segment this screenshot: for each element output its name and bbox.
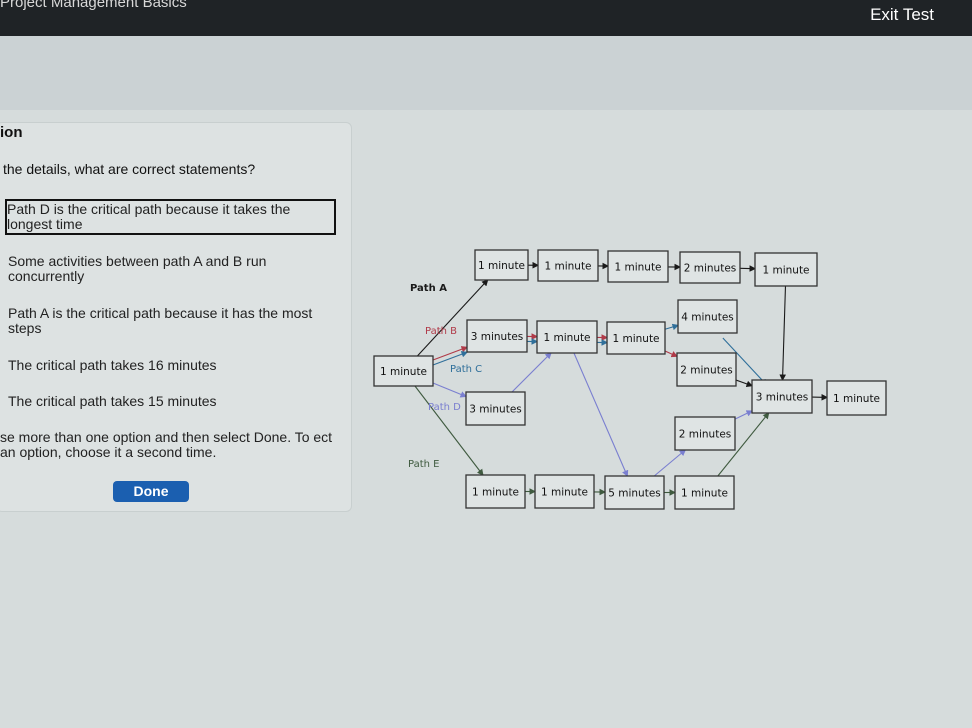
activity-node-e2: 1 minute	[534, 474, 595, 509]
edge-b3-b4	[664, 323, 680, 331]
activity-node-b5: 2 minutes	[676, 352, 737, 387]
activity-node-b3: 1 minute	[606, 321, 666, 355]
top-bar: Project Management Basics Exit Test	[0, 0, 972, 36]
question-panel	[0, 122, 352, 512]
activity-node-e4: 1 minute	[674, 475, 735, 510]
node-duration: 1 minute	[543, 332, 590, 344]
app-title: Project Management Basics	[0, 0, 187, 11]
edge-e3-e5	[653, 449, 687, 477]
instructions: se more than one option and then select …	[0, 429, 333, 460]
node-duration: 1 minute	[614, 262, 661, 274]
node-duration: 4 minutes	[681, 312, 734, 324]
option-path-d[interactable]: Path D is the critical path because it t…	[5, 199, 336, 235]
node-duration: 1 minute	[833, 393, 880, 405]
activity-node-start: 1 minute	[373, 355, 434, 387]
edge-start-d1	[432, 382, 468, 398]
node-duration: 1 minute	[478, 260, 525, 272]
question-heading: ion	[0, 124, 23, 141]
node-duration: 1 minute	[612, 333, 659, 345]
node-duration: 1 minute	[541, 487, 588, 499]
edge-b2-e3	[573, 352, 629, 478]
edge-start-a1	[416, 279, 489, 357]
exit-test-button[interactable]: Exit Test	[870, 5, 934, 24]
activity-node-b4: 4 minutes	[677, 299, 738, 334]
path-label-e: Path E	[408, 459, 439, 470]
activity-node-e3: 5 minutes	[604, 475, 665, 510]
node-duration: 1 minute	[681, 488, 728, 500]
activity-node-d1: 3 minutes	[465, 391, 526, 426]
done-button[interactable]: Done	[113, 481, 189, 502]
activity-node-b1: 3 minutes	[466, 319, 528, 353]
activity-node-a3: 1 minute	[607, 250, 669, 283]
path-label-a: Path A	[410, 283, 447, 294]
edge-b5-merge	[735, 379, 754, 388]
activity-node-a4: 2 minutes	[679, 251, 741, 284]
activity-node-a2: 1 minute	[537, 249, 599, 282]
edge-e5-merge	[734, 410, 753, 420]
option-path-a[interactable]: Path A is the critical path because it h…	[8, 305, 313, 336]
path-label-d: Path D	[428, 402, 461, 413]
edge-e4-merge	[717, 412, 770, 477]
node-duration: 3 minutes	[756, 392, 809, 404]
option-concurrent[interactable]: Some activities between path A and B run…	[8, 253, 267, 284]
activity-node-end: 1 minute	[826, 380, 887, 416]
node-duration: 1 minute	[472, 487, 519, 499]
node-duration: 1 minute	[380, 366, 427, 378]
activity-node-a1: 1 minute	[474, 249, 529, 281]
edge-start-b1	[432, 351, 469, 366]
edge-d1-b2	[511, 352, 552, 393]
node-duration: 2 minutes	[679, 429, 732, 441]
edge-b3-b5	[664, 350, 679, 358]
activity-node-merge: 3 minutes	[751, 379, 813, 414]
node-duration: 1 minute	[762, 265, 809, 277]
edge-start-b1	[432, 346, 469, 361]
node-duration: 2 minutes	[680, 365, 733, 377]
activity-node-e1: 1 minute	[465, 474, 526, 509]
option-16-minutes[interactable]: The critical path takes 16 minutes	[8, 357, 217, 373]
activity-node-b2: 1 minute	[536, 320, 598, 354]
activity-node-a5: 1 minute	[754, 252, 818, 287]
node-duration: 5 minutes	[608, 488, 661, 500]
node-duration: 3 minutes	[471, 331, 524, 343]
question-prompt: the details, what are correct statements…	[3, 161, 256, 177]
edge-start-e1	[414, 385, 484, 476]
path-label-c: Path C	[450, 364, 482, 375]
node-duration: 3 minutes	[469, 404, 522, 416]
node-duration: 1 minute	[544, 261, 591, 273]
edge-b4-merge	[722, 337, 768, 386]
node-duration: 2 minutes	[684, 263, 737, 275]
activity-node-e5: 2 minutes	[674, 416, 736, 451]
option-15-minutes[interactable]: The critical path takes 15 minutes	[8, 393, 217, 409]
path-label-b: Path B	[425, 326, 457, 337]
edge-a5-merge	[779, 285, 787, 382]
header-band	[0, 36, 972, 110]
